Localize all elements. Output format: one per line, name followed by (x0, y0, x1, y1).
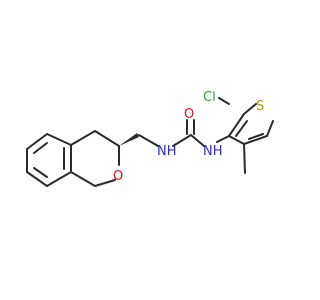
bond (216, 135, 230, 143)
bond (266, 120, 274, 137)
bond (94, 179, 116, 187)
bond (46, 171, 72, 187)
bond (228, 113, 245, 137)
atom-labels: NH O NH O Cl S (113, 90, 264, 184)
bond (138, 134, 159, 147)
bond (243, 143, 246, 174)
stereo-wedge (119, 133, 139, 146)
s-label: S (256, 99, 264, 114)
bond (70, 130, 96, 146)
structure-canvas: NH O NH O Cl S (26, 90, 274, 187)
bond (26, 133, 48, 150)
bond (26, 171, 48, 187)
bond (248, 133, 264, 140)
bond (218, 97, 230, 105)
bond (33, 142, 48, 154)
bond (70, 171, 96, 187)
bond (172, 134, 192, 147)
bond (235, 120, 248, 137)
bond (33, 167, 48, 178)
bonds (26, 97, 274, 187)
carbonyl-o-label: O (184, 107, 194, 122)
cl-label: Cl (203, 90, 216, 105)
bond (190, 134, 205, 147)
bond (94, 130, 120, 147)
bond (46, 133, 72, 146)
bond (228, 135, 245, 145)
nh-left-label: NH (157, 144, 177, 159)
ring-o-label: O (113, 169, 123, 184)
bond (243, 135, 268, 145)
bond (243, 103, 257, 115)
nh-right-label: NH (203, 144, 223, 159)
